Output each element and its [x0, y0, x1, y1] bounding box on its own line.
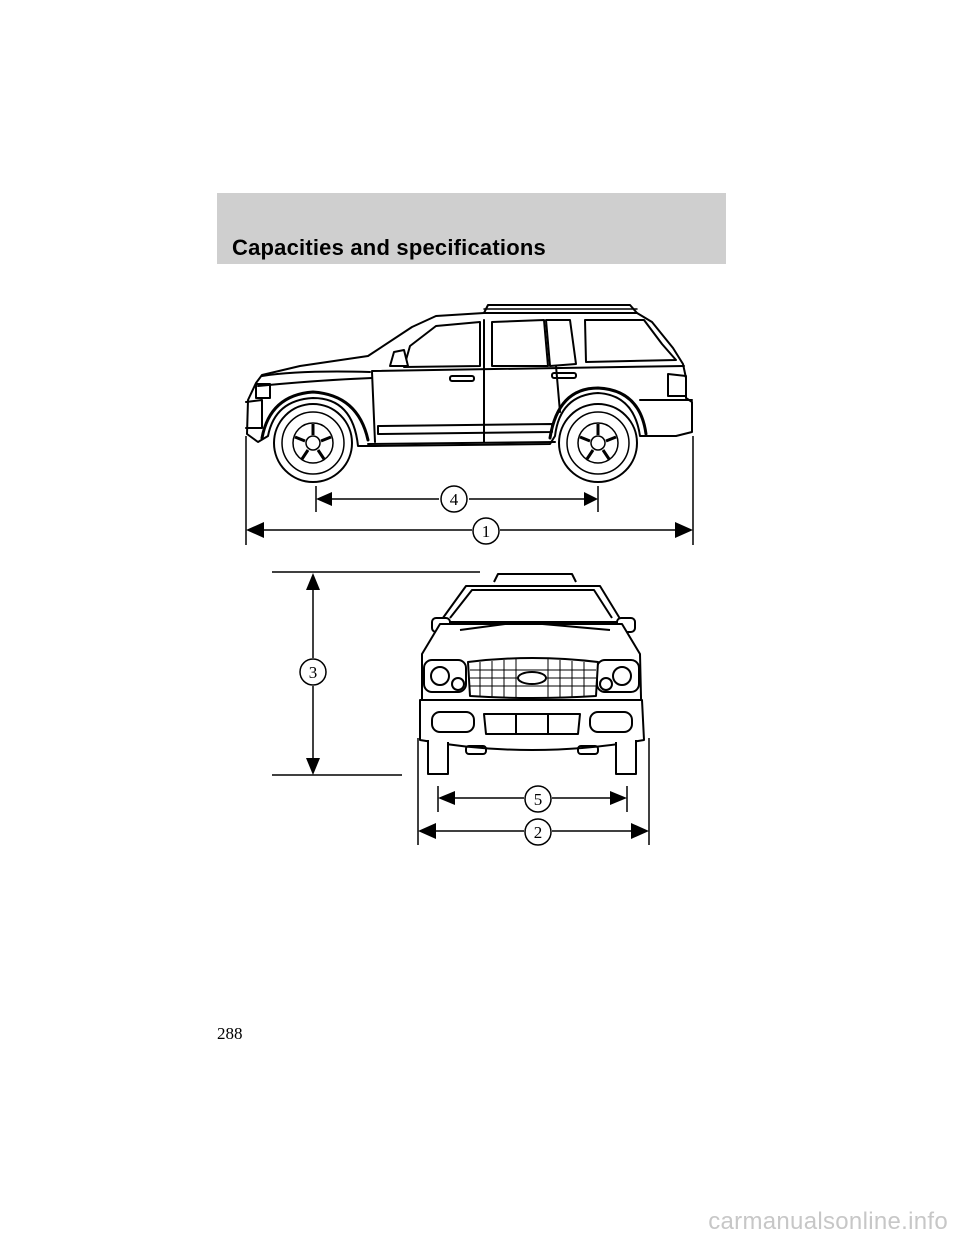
dimension-1-overall-length: 1: [246, 517, 693, 545]
watermark: carmanualsonline.info: [708, 1208, 948, 1235]
callout-2: 2: [534, 823, 543, 842]
page-number: 288: [217, 1024, 243, 1043]
dimension-4-wheelbase: 4: [316, 485, 598, 513]
dimension-2-overall-width: 2: [418, 818, 649, 846]
callout-4: 4: [450, 490, 459, 509]
dimension-3-overall-height: 3: [299, 573, 327, 775]
front-wheel-icon: [272, 402, 354, 484]
callout-5: 5: [534, 790, 543, 809]
rear-wheel-icon: [557, 402, 639, 484]
side-view-vehicle: [245, 304, 693, 447]
dimension-5-track-width: 5: [438, 785, 627, 813]
callout-3: 3: [309, 663, 318, 682]
section-header-band: Capacities and specifications: [217, 193, 726, 264]
front-view-dimension-lines: [272, 571, 650, 845]
section-title: Capacities and specifications: [232, 235, 546, 260]
front-view-vehicle: [419, 573, 645, 775]
callout-1: 1: [482, 522, 491, 541]
